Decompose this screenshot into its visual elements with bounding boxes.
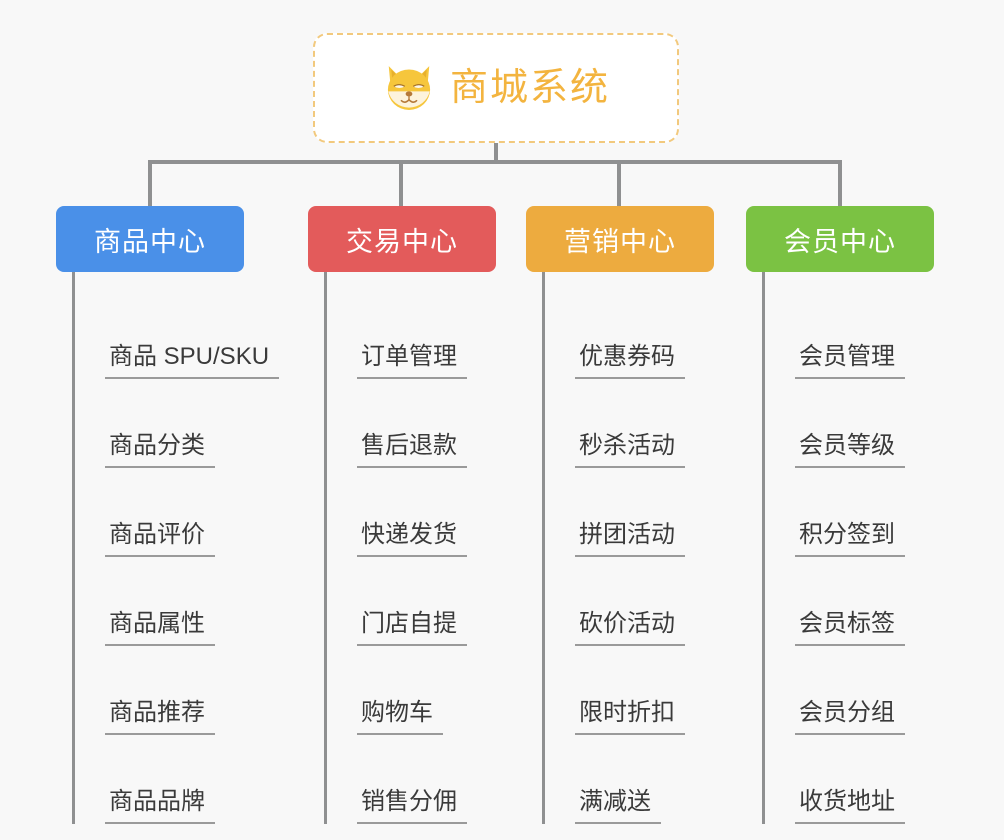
list-item[interactable]: 会员管理 [765,290,968,379]
list-item[interactable]: 商品分类 [75,379,306,468]
list-item[interactable]: 砍价活动 [545,557,748,646]
connector-drop-3 [617,160,621,206]
leaf-label: 商品 SPU/SKU [105,343,280,379]
leaf-label: 会员分组 [795,699,905,735]
branch-items-1: 商品 SPU/SKU 商品分类 商品评价 商品属性 商品推荐 商品品牌 [72,272,306,824]
branch-marketing-center: 营销中心 优惠券码 秒杀活动 拼团活动 砍价活动 限时折扣 满减送 [526,206,748,824]
leaf-label: 商品属性 [105,610,215,646]
shiba-dog-icon [387,66,431,110]
branch-header-1[interactable]: 商品中心 [56,206,244,272]
leaf-label: 会员标签 [795,610,905,646]
leaf-label: 售后退款 [357,432,467,468]
list-item[interactable]: 销售分佣 [327,735,536,824]
branch-items-4: 会员管理 会员等级 积分签到 会员标签 会员分组 收货地址 [762,272,968,824]
list-item[interactable]: 商品推荐 [75,646,306,735]
list-item[interactable]: 限时折扣 [545,646,748,735]
leaf-label: 限时折扣 [575,699,685,735]
leaf-label: 商品品牌 [105,788,215,824]
list-item[interactable]: 购物车 [327,646,536,735]
connector-drop-2 [399,160,403,206]
leaf-label: 积分签到 [795,521,905,557]
branch-header-4[interactable]: 会员中心 [746,206,934,272]
branch-member-center: 会员中心 会员管理 会员等级 积分签到 会员标签 会员分组 收货地址 [746,206,968,824]
branch-items-2: 订单管理 售后退款 快递发货 门店自提 购物车 销售分佣 [324,272,536,824]
leaf-label: 商品评价 [105,521,215,557]
leaf-label: 商品推荐 [105,699,215,735]
list-item[interactable]: 满减送 [545,735,748,824]
leaf-label: 商品分类 [105,432,215,468]
connector-horizontal-bus [148,160,842,164]
list-item[interactable]: 门店自提 [327,557,536,646]
leaf-label: 购物车 [357,699,443,735]
connector-drop-1 [148,160,152,206]
leaf-label: 订单管理 [357,343,467,379]
leaf-label: 满减送 [575,788,661,824]
list-item[interactable]: 会员分组 [765,646,968,735]
branch-header-3[interactable]: 营销中心 [526,206,714,272]
branch-product-center: 商品中心 商品 SPU/SKU 商品分类 商品评价 商品属性 商品推荐 商品品牌 [56,206,306,824]
branch-items-3: 优惠券码 秒杀活动 拼团活动 砍价活动 限时折扣 满减送 [542,272,748,824]
leaf-label: 优惠券码 [575,343,685,379]
list-item[interactable]: 商品属性 [75,557,306,646]
branch-trade-center: 交易中心 订单管理 售后退款 快递发货 门店自提 购物车 销售分佣 [308,206,536,824]
list-item[interactable]: 快递发货 [327,468,536,557]
connector-root-stem [494,143,498,164]
list-item[interactable]: 收货地址 [765,735,968,824]
leaf-label: 销售分佣 [357,788,467,824]
list-item[interactable]: 售后退款 [327,379,536,468]
leaf-label: 会员管理 [795,343,905,379]
leaf-label: 收货地址 [795,788,905,824]
list-item[interactable]: 商品评价 [75,468,306,557]
list-item[interactable]: 拼团活动 [545,468,748,557]
list-item[interactable]: 积分签到 [765,468,968,557]
leaf-label: 快递发货 [357,521,467,557]
list-item[interactable]: 商品品牌 [75,735,306,824]
leaf-label: 门店自提 [357,610,467,646]
connector-drop-4 [838,160,842,206]
list-item[interactable]: 商品 SPU/SKU [75,290,306,379]
leaf-label: 砍价活动 [575,610,685,646]
branch-header-2[interactable]: 交易中心 [308,206,496,272]
list-item[interactable]: 会员标签 [765,557,968,646]
list-item[interactable]: 优惠券码 [545,290,748,379]
leaf-label: 秒杀活动 [575,432,685,468]
root-title: 商城系统 [449,67,610,109]
list-item[interactable]: 秒杀活动 [545,379,748,468]
list-item[interactable]: 订单管理 [327,290,536,379]
root-node[interactable]: 商城系统 [313,33,679,143]
leaf-label: 拼团活动 [575,521,685,557]
list-item[interactable]: 会员等级 [765,379,968,468]
leaf-label: 会员等级 [795,432,905,468]
